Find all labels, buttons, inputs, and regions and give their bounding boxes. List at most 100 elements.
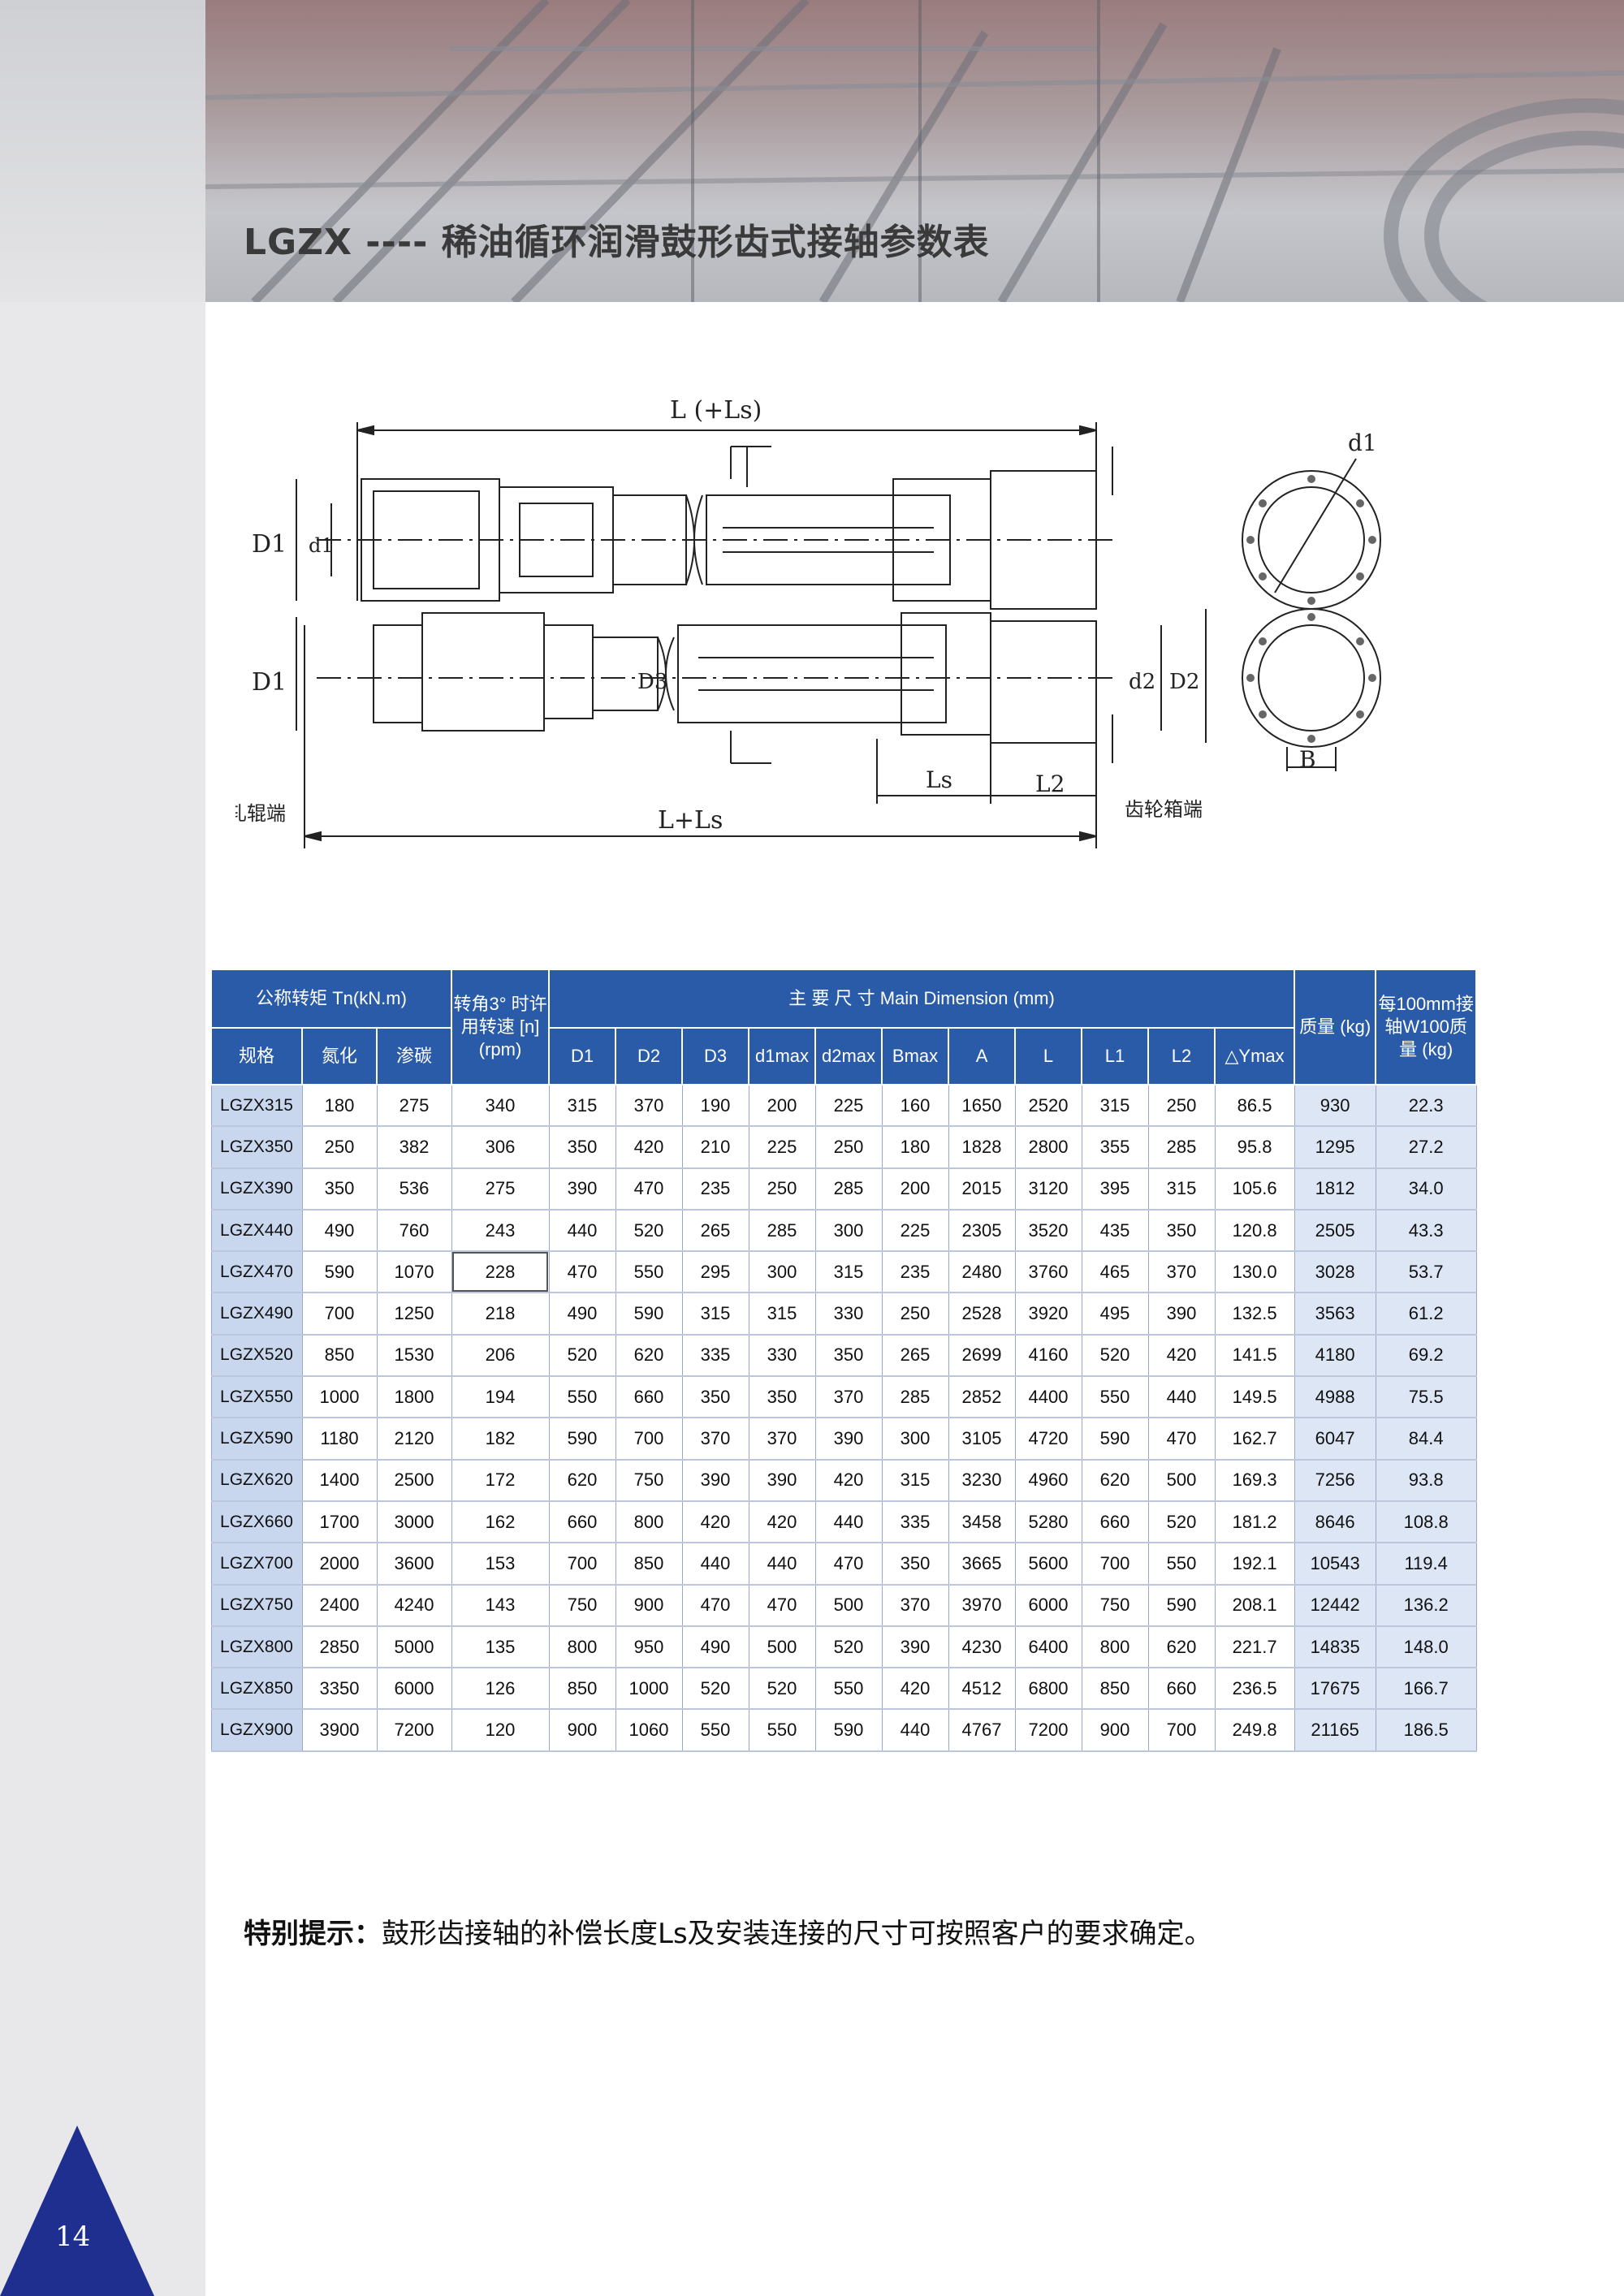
table-cell: 1812 <box>1294 1167 1376 1211</box>
dim-label-d1-end: d1 <box>1348 429 1377 456</box>
table-cell: 340 <box>451 1084 550 1128</box>
table-cell: 2520 <box>1014 1084 1082 1128</box>
table-cell: 235 <box>681 1167 749 1211</box>
table-cell: 1700 <box>301 1500 378 1544</box>
column-header: A <box>948 1027 1017 1085</box>
table-cell: 700 <box>301 1292 378 1336</box>
table-cell: 470 <box>748 1584 816 1627</box>
table-cell: 520 <box>681 1667 749 1711</box>
table-cell: 3458 <box>948 1500 1016 1544</box>
table-cell: 1070 <box>376 1250 452 1294</box>
table-cell: 700 <box>548 1542 616 1586</box>
table-cell: 590 <box>548 1417 616 1461</box>
page-title: LGZX ---- 稀油循环润滑鼓形齿式接轴参数表 <box>244 222 990 263</box>
table-cell: 440 <box>748 1542 816 1586</box>
table-cell: 7256 <box>1294 1459 1376 1502</box>
table-cell: 208.1 <box>1214 1584 1295 1627</box>
table-cell: 590 <box>1081 1417 1149 1461</box>
table-cell: 4180 <box>1294 1334 1376 1378</box>
table-cell: 108.8 <box>1375 1500 1477 1544</box>
table-cell: 850 <box>615 1542 683 1586</box>
table-cell: 243 <box>451 1209 550 1253</box>
table-cell: 435 <box>1081 1209 1149 1253</box>
table-cell: 200 <box>881 1167 949 1211</box>
table-cell: 2800 <box>1014 1125 1082 1169</box>
table-cell: 149.5 <box>1214 1375 1295 1419</box>
table-cell: 93.8 <box>1375 1459 1477 1502</box>
industrial-background-image <box>205 0 1624 302</box>
table-cell: 2015 <box>948 1167 1016 1211</box>
note-prefix: 特别提示： <box>244 1918 382 1950</box>
table-cell: 295 <box>681 1250 749 1294</box>
model-cell: LGZX700 <box>210 1542 303 1586</box>
label-roll-end: 轧辊端 <box>235 802 286 825</box>
table-cell: 225 <box>814 1084 883 1128</box>
table-cell: 84.4 <box>1375 1417 1477 1461</box>
table-cell: 162 <box>451 1500 550 1544</box>
model-cell: LGZX900 <box>210 1708 303 1752</box>
table-cell: 315 <box>681 1292 749 1336</box>
table-cell: 162.7 <box>1214 1417 1295 1461</box>
table-cell: 95.8 <box>1214 1125 1295 1169</box>
table-cell: 620 <box>548 1459 616 1502</box>
header-torque: 公称转矩 Tn(kN.m) <box>209 969 453 1029</box>
table-cell: 900 <box>1081 1708 1149 1752</box>
model-cell: LGZX490 <box>210 1292 303 1336</box>
table-cell: 3350 <box>301 1667 378 1711</box>
table-cell: 520 <box>548 1334 616 1378</box>
table-cell: 300 <box>881 1417 949 1461</box>
table-cell: 800 <box>1081 1625 1149 1669</box>
table-cell: 470 <box>681 1584 749 1627</box>
table-cell: 420 <box>615 1125 683 1169</box>
table-cell: 265 <box>681 1209 749 1253</box>
table-cell: 470 <box>1147 1417 1216 1461</box>
model-cell: LGZX470 <box>210 1250 303 1294</box>
table-cell: 590 <box>814 1708 883 1752</box>
model-cell: LGZX520 <box>210 1334 303 1378</box>
label-gearbox-end: 齿轮箱端 <box>1125 798 1203 821</box>
table-cell: 390 <box>881 1625 949 1669</box>
table-cell: 350 <box>301 1167 378 1211</box>
table-cell: 440 <box>814 1500 883 1544</box>
dim-label-L-Ls: L+Ls <box>658 806 723 835</box>
table-cell: 61.2 <box>1375 1292 1477 1336</box>
table-cell: 550 <box>615 1250 683 1294</box>
column-header: L2 <box>1147 1027 1216 1085</box>
table-cell: 370 <box>748 1417 816 1461</box>
table-cell: 520 <box>615 1209 683 1253</box>
table-cell: 43.3 <box>1375 1209 1477 1253</box>
table-cell: 190 <box>681 1084 749 1128</box>
table-cell: 390 <box>1147 1292 1216 1336</box>
table-cell: 420 <box>681 1500 749 1544</box>
table-cell: 750 <box>615 1459 683 1502</box>
table-cell: 700 <box>1147 1708 1216 1752</box>
dim-label-L2: L2 <box>1035 770 1065 797</box>
table-cell: 440 <box>548 1209 616 1253</box>
table-cell: 520 <box>748 1667 816 1711</box>
table-cell: 1800 <box>376 1375 452 1419</box>
column-header: d1max <box>748 1027 817 1085</box>
table-cell: 285 <box>814 1167 883 1211</box>
table-cell: 3028 <box>1294 1250 1376 1294</box>
column-header: Bmax <box>881 1027 950 1085</box>
table-cell: 520 <box>814 1625 883 1669</box>
column-header: 渗碳 <box>375 1027 453 1085</box>
table-cell: 4512 <box>948 1667 1016 1711</box>
table-cell: 1000 <box>301 1375 378 1419</box>
table-cell: 17675 <box>1294 1667 1376 1711</box>
model-cell: LGZX390 <box>210 1167 303 1211</box>
table-cell: 235 <box>881 1250 949 1294</box>
table-cell: 500 <box>814 1584 883 1627</box>
table-cell: 850 <box>548 1667 616 1711</box>
table-cell: 550 <box>1081 1375 1149 1419</box>
column-header: D2 <box>615 1027 684 1085</box>
table-cell: 390 <box>814 1417 883 1461</box>
table-cell: 390 <box>548 1167 616 1211</box>
